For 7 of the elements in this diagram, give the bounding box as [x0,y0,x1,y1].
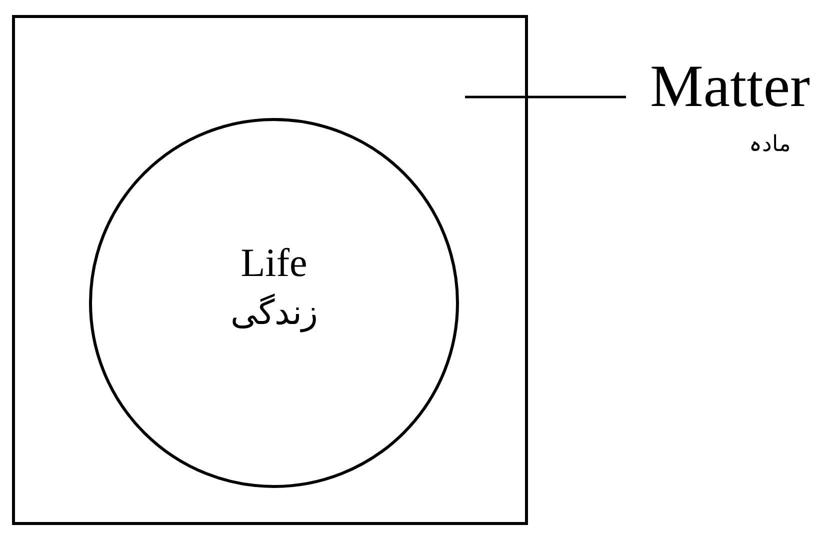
square-outline [12,15,528,525]
urdu-label: مادہ [748,131,791,157]
urdu-label: زندگی [230,292,318,333]
english-label: Life [240,239,308,286]
leader-line [465,96,626,98]
circle-outline [89,118,459,488]
english-label: Matter [650,52,810,121]
